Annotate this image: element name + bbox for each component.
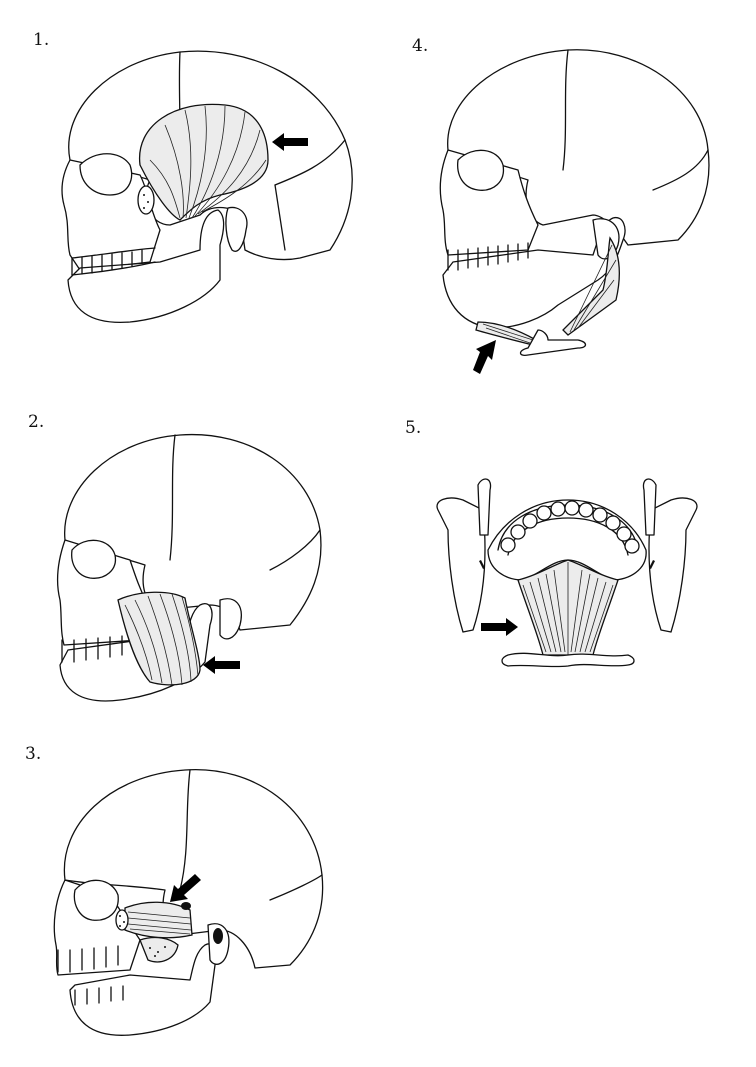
arrow-icon (481, 618, 518, 636)
panel-2 (0, 400, 378, 730)
orbit (72, 540, 116, 578)
left-condyle (478, 479, 491, 535)
orbit (74, 880, 118, 920)
orbit (458, 150, 504, 190)
skull-diagram-4 (378, 0, 756, 380)
hyoid (502, 653, 634, 666)
panel-5 (378, 400, 756, 730)
panel-4 (378, 0, 756, 380)
mandible-diagram-5 (378, 400, 756, 730)
arrow-icon (203, 656, 240, 674)
left-ramus (437, 498, 485, 632)
panel-3 (0, 740, 378, 1067)
skull-diagram-2 (0, 400, 378, 730)
right-condyle (643, 479, 656, 535)
skull-diagram-3 (0, 740, 378, 1067)
skull-diagram-1 (0, 0, 378, 380)
panel-1 (0, 0, 378, 380)
arrow-icon (473, 340, 496, 374)
hyoid (521, 330, 586, 355)
right-ramus (649, 498, 697, 632)
